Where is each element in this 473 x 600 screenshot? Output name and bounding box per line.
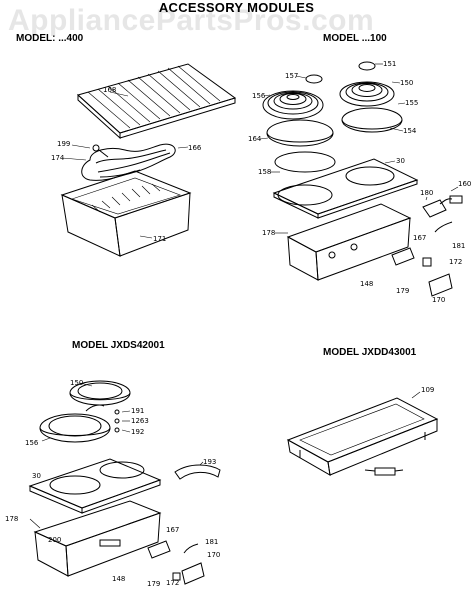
part-label-178-bottom: 178 bbox=[5, 515, 19, 523]
part-label-168: 168 bbox=[103, 86, 117, 94]
part-label-167-bottom: 167 bbox=[166, 526, 180, 534]
cooktop-module-frame bbox=[272, 158, 419, 219]
part-label-150-top: 150 bbox=[400, 79, 414, 87]
part-label-166: 166 bbox=[188, 144, 202, 152]
part-label-180: 180 bbox=[420, 189, 434, 197]
model-label-top-right: MODEL ...100 bbox=[323, 33, 387, 44]
part-label-172-top: 172 bbox=[449, 258, 463, 266]
part-label-154: 154 bbox=[403, 127, 417, 135]
part-label-156-top: 156 bbox=[252, 92, 266, 100]
part-label-199: 199 bbox=[57, 140, 71, 148]
glass-cooktop-frame bbox=[28, 458, 162, 514]
part-label-164: 164 bbox=[248, 135, 262, 143]
part-label-156-bottom: 156 bbox=[25, 439, 39, 447]
leader-lines-coil bbox=[259, 63, 459, 234]
coil-burner-large bbox=[262, 90, 324, 120]
part-label-148-top: 148 bbox=[360, 280, 374, 288]
leader-lines-grill bbox=[61, 91, 189, 239]
part-label-151: 151 bbox=[383, 60, 397, 68]
part-label-193: 193 bbox=[203, 458, 217, 466]
receptacle-block bbox=[422, 195, 463, 218]
small-hardware bbox=[114, 409, 120, 433]
switch-parts-jxds bbox=[147, 540, 205, 585]
part-label-200: 200 bbox=[48, 536, 62, 544]
infinite-switch-parts bbox=[391, 221, 453, 297]
part-label-171: 171 bbox=[153, 235, 167, 243]
coil-terminal-block bbox=[305, 74, 323, 84]
griddle-plate bbox=[286, 397, 439, 476]
part-label-172-bottom: 172 bbox=[166, 579, 180, 587]
part-label-150-bottom: 150 bbox=[70, 379, 84, 387]
part-label-109: 109 bbox=[421, 386, 435, 394]
part-label-157: 157 bbox=[285, 72, 299, 80]
coil-burner-small bbox=[339, 81, 395, 107]
part-label-191: 191 bbox=[131, 407, 145, 415]
part-label-30-top: 30 bbox=[396, 157, 405, 165]
part-label-167-top: 167 bbox=[413, 234, 427, 242]
part-label-148-bottom: 148 bbox=[112, 575, 126, 583]
model-label-jxds42001: MODEL JXDS42001 bbox=[72, 340, 165, 351]
part-label-179-top: 179 bbox=[396, 287, 410, 295]
part-label-30-bottom: 30 bbox=[32, 472, 41, 480]
part-label-181-top: 181 bbox=[452, 242, 466, 250]
bracket-curved bbox=[174, 464, 221, 480]
part-label-170-top: 170 bbox=[432, 296, 446, 304]
page-title: ACCESSORY MODULES bbox=[158, 0, 315, 15]
grill-grate bbox=[76, 63, 237, 140]
model-label-top-left: MODEL: ...400 bbox=[16, 33, 84, 44]
part-label-192: 192 bbox=[131, 428, 145, 436]
leader-lines-jxds bbox=[29, 382, 204, 529]
drip-pan bbox=[60, 170, 192, 257]
part-label-170-bottom: 170 bbox=[207, 551, 221, 559]
radiant-element-large bbox=[39, 404, 111, 443]
part-label-155: 155 bbox=[405, 99, 419, 107]
part-label-179-bottom: 179 bbox=[147, 580, 161, 588]
part-label-174: 174 bbox=[51, 154, 65, 162]
model-label-jxdd43001: MODEL JXDD43001 bbox=[323, 347, 417, 358]
part-label-160: 160 bbox=[458, 180, 472, 188]
part-label-158: 158 bbox=[258, 168, 272, 176]
part-label-1263: 1263 bbox=[131, 417, 149, 425]
cooktop-base-pan bbox=[286, 203, 412, 281]
part-label-178-top: 178 bbox=[262, 229, 276, 237]
leader-line-109 bbox=[411, 391, 421, 399]
reflector-bowls bbox=[266, 107, 403, 173]
coil-terminal-block-2 bbox=[358, 61, 376, 71]
grill-element bbox=[81, 143, 176, 181]
base-pan-jxds bbox=[33, 500, 162, 577]
part-label-181-bottom: 181 bbox=[205, 538, 219, 546]
